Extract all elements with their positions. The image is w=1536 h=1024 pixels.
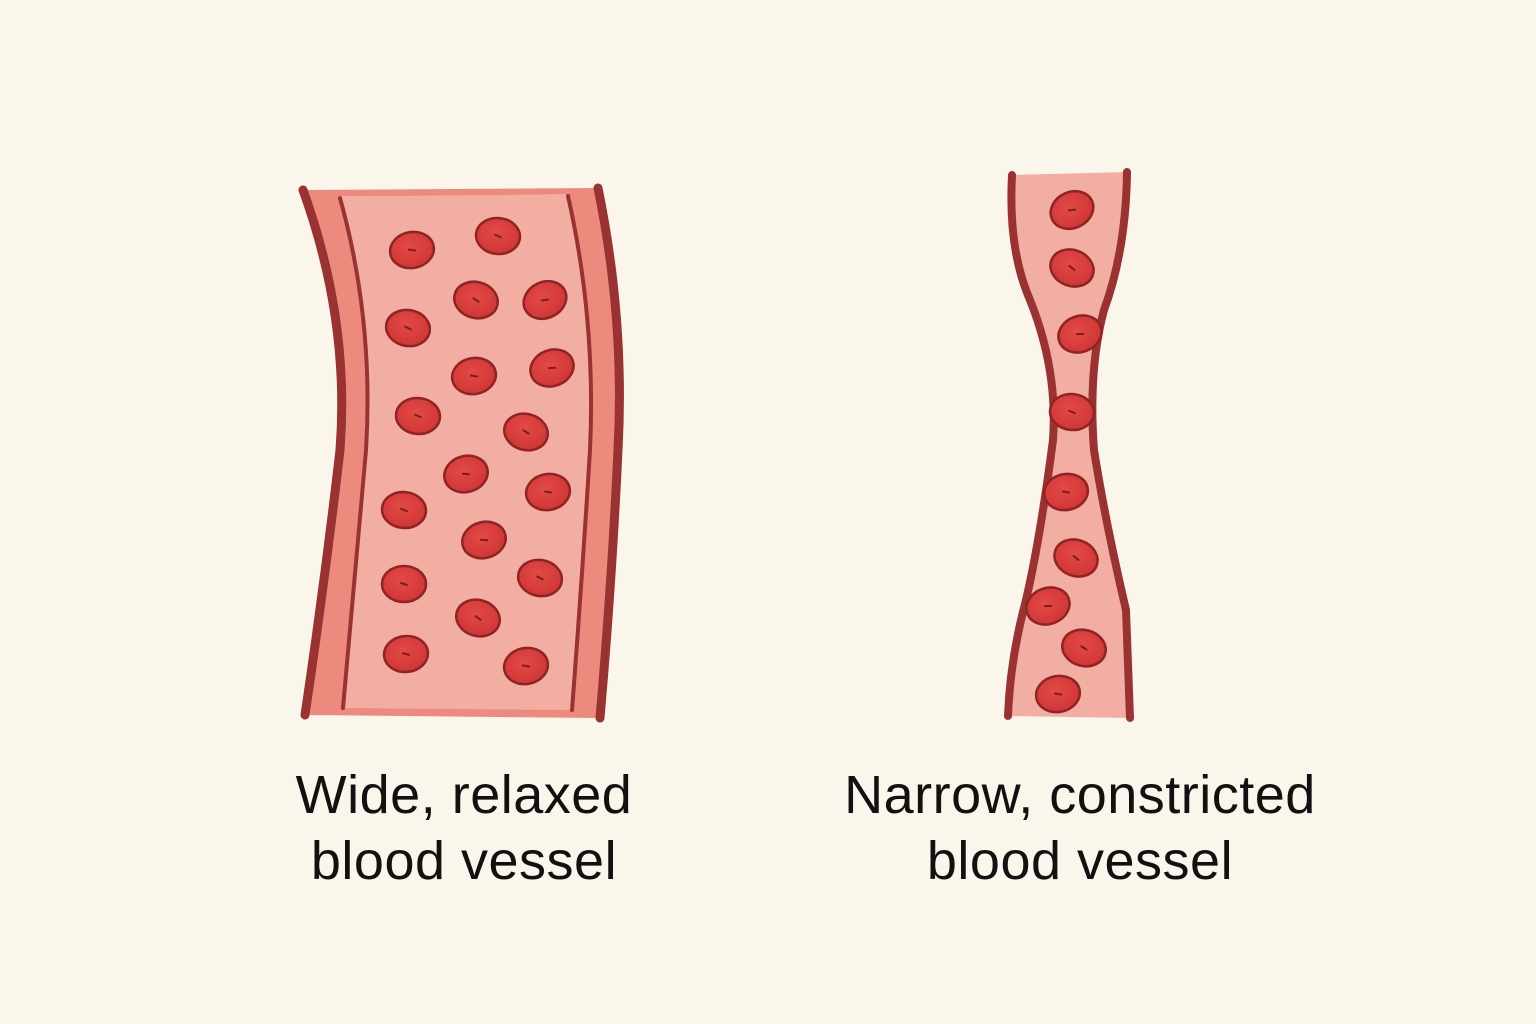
narrow-vessel-blood-cell (1053, 538, 1099, 578)
wide-vessel-right-inner-line (566, 194, 594, 712)
narrow-vessel-blood-cell (1060, 628, 1108, 668)
narrow-vessel-blood-cell (1057, 314, 1103, 354)
wide-vessel-blood-cell (502, 412, 550, 452)
wide-vessel-blood-cell (450, 356, 498, 396)
wide-vessel-blood-cell (502, 646, 550, 686)
wide-relaxed-vessel (298, 183, 624, 723)
narrow-vessel-blood-cell (1048, 392, 1096, 432)
narrow-vessel-caption-line-2: blood vessel (926, 831, 1234, 891)
wide-vessel-blood-cell (454, 598, 502, 638)
wide-vessel-blood-cell (452, 280, 500, 320)
wide-vessel-blood-cell (384, 308, 432, 348)
wide-vessel-blood-cell (380, 564, 428, 604)
wide-vessel-caption-line-1: Wide, relaxed (295, 765, 633, 825)
wide-vessel-left-inner-line (338, 196, 370, 710)
wide-vessel-right-outer-line (593, 183, 624, 723)
narrow-vessel-blood-cell (1049, 248, 1095, 288)
wide-vessel-blood-cell (394, 396, 442, 436)
narrow-vessel-left-wall (1004, 171, 1058, 720)
wide-vessel-blood-cell (516, 558, 564, 598)
wide-vessel-blood-cell (442, 454, 490, 494)
wide-vessel-blood-cell (524, 472, 572, 512)
wide-vessel-blood-cell (522, 279, 568, 321)
narrow-vessel-blood-cell (1034, 674, 1082, 714)
wide-vessel-blood-cells (380, 216, 575, 686)
narrow-vessel-lumen (1008, 172, 1130, 718)
narrow-vessel-right-wall (1088, 168, 1134, 722)
narrow-vessel-caption-line-1: Narrow, constricted (844, 765, 1316, 825)
narrow-vessel-caption: Narrow, constricted blood vessel (760, 762, 1400, 894)
wide-vessel-blood-cell (382, 634, 430, 674)
wide-vessel-blood-cell (460, 520, 508, 560)
wide-vessel-caption-line-2: blood vessel (310, 831, 618, 891)
narrow-vessel-blood-cell (1049, 189, 1095, 231)
narrow-vessel-blood-cell (1025, 586, 1071, 626)
wide-vessel-blood-cell (529, 348, 575, 388)
narrow-vessel-blood-cells (1025, 189, 1108, 714)
narrow-constricted-vessel (1004, 168, 1134, 722)
wide-vessel-left-outer-line (298, 185, 347, 720)
wide-vessel-blood-cell (380, 490, 428, 530)
wide-vessel-blood-cell (474, 216, 522, 256)
wide-vessel-blood-cell (388, 230, 436, 270)
wide-vessel-caption: Wide, relaxed blood vessel (144, 762, 784, 894)
narrow-vessel-blood-cell (1042, 472, 1090, 512)
